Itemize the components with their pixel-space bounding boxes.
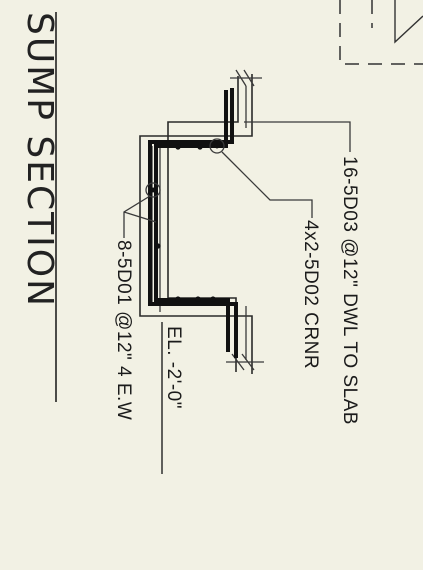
dowel-callout-text: 16-5D03 @12" DWL TO SLAB bbox=[339, 156, 360, 425]
title-group: SUMP SECTION bbox=[19, 12, 60, 308]
elevation-callout: EL. -2'-0" bbox=[163, 326, 184, 409]
rebar-cage bbox=[148, 88, 238, 358]
section-title: SUMP SECTION bbox=[19, 12, 60, 308]
reference-box bbox=[339, 0, 423, 65]
dowel-callout: 16-5D03 @12" DWL TO SLAB bbox=[339, 156, 360, 425]
corner-callout-text: 4x2-5D02 CRNR bbox=[300, 220, 321, 369]
corner-callout: 4x2-5D02 CRNR bbox=[300, 220, 321, 369]
leader-lines bbox=[123, 121, 351, 238]
horizontal-callout: 8-5D01 @12" 4 E.W bbox=[113, 240, 134, 420]
sump-concrete-outline bbox=[139, 69, 264, 374]
rebar-dots bbox=[155, 144, 216, 302]
horizontal-callout-text: 8-5D01 @12" 4 E.W bbox=[113, 240, 134, 420]
elevation-callout-text: EL. -2'-0" bbox=[163, 326, 184, 409]
bar-markers bbox=[145, 138, 225, 198]
